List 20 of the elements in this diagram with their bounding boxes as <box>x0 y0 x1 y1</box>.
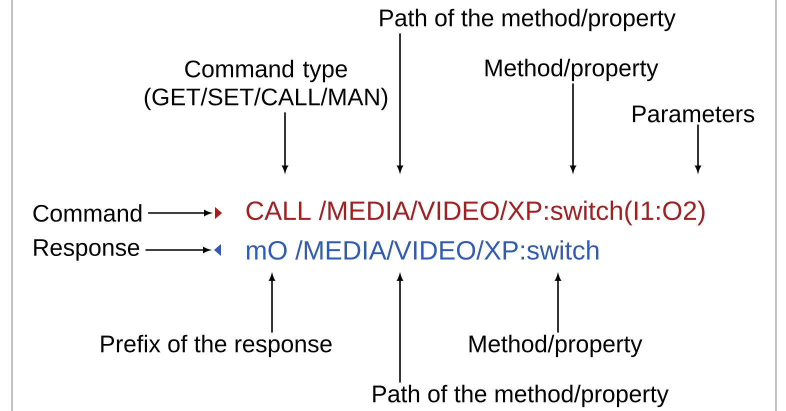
arrow <box>269 274 275 333</box>
callout-label: Path of the method/property <box>380 8 676 32</box>
arrow <box>397 33 403 172</box>
arrow <box>145 247 210 253</box>
arrow <box>555 274 561 333</box>
arrow <box>570 83 576 172</box>
callout-label: Prefix of the response <box>101 334 332 358</box>
arrow <box>695 124 701 172</box>
row-label: Response <box>34 239 140 261</box>
callout-label: Method/property <box>486 58 658 82</box>
command-text: CALL /MEDIA/VIDEO/XP:switch(I1:O2) <box>246 200 704 226</box>
callout-label: Path of the method/property <box>373 384 669 408</box>
response-text: mO /MEDIA/VIDEO/XP:switch <box>246 240 598 260</box>
arrow <box>397 274 403 383</box>
row-label: Command <box>33 204 142 222</box>
callout-label: Parameters <box>632 106 754 122</box>
callout-label: Method/property <box>470 334 642 358</box>
arrow <box>282 112 288 172</box>
arrow <box>148 210 211 216</box>
callout-label: Command type (GET/SET/CALL/MAN) <box>144 60 388 110</box>
